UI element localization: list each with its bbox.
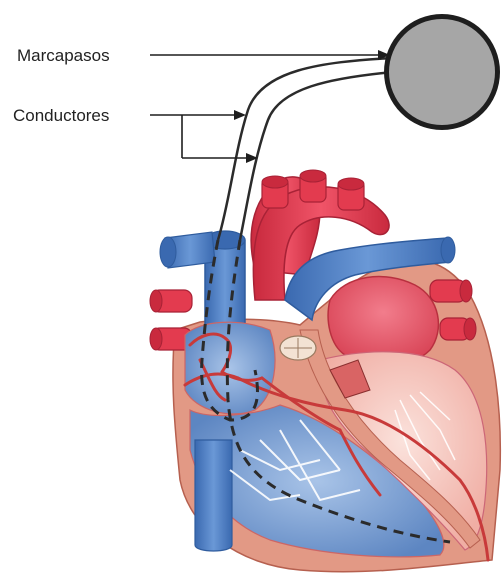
callout-arrows (150, 50, 390, 163)
pulmonary-vein-2-opening (464, 318, 476, 340)
right-atrium (185, 322, 275, 414)
pacemaker-body (389, 19, 495, 125)
brachiocephalic-opening (160, 237, 176, 267)
aortic-branch-1-opening (262, 176, 288, 188)
left-pulmonary-vein-2-opening (150, 328, 162, 350)
left-pulmonary-vein-1-opening (150, 290, 162, 312)
aortic-branch-3-opening (338, 178, 364, 190)
pulmonary-artery-opening (441, 237, 455, 263)
pulmonary-vein-1-opening (460, 280, 472, 302)
aortic-branch-2-opening (300, 170, 326, 182)
heart-cross-section-icon (150, 170, 500, 572)
pacemaker-label: Marcapasos (17, 47, 110, 64)
leads-label: Conductores (13, 107, 109, 124)
inferior-vena-cava (195, 440, 232, 551)
pacemaker-device-icon (384, 14, 500, 130)
